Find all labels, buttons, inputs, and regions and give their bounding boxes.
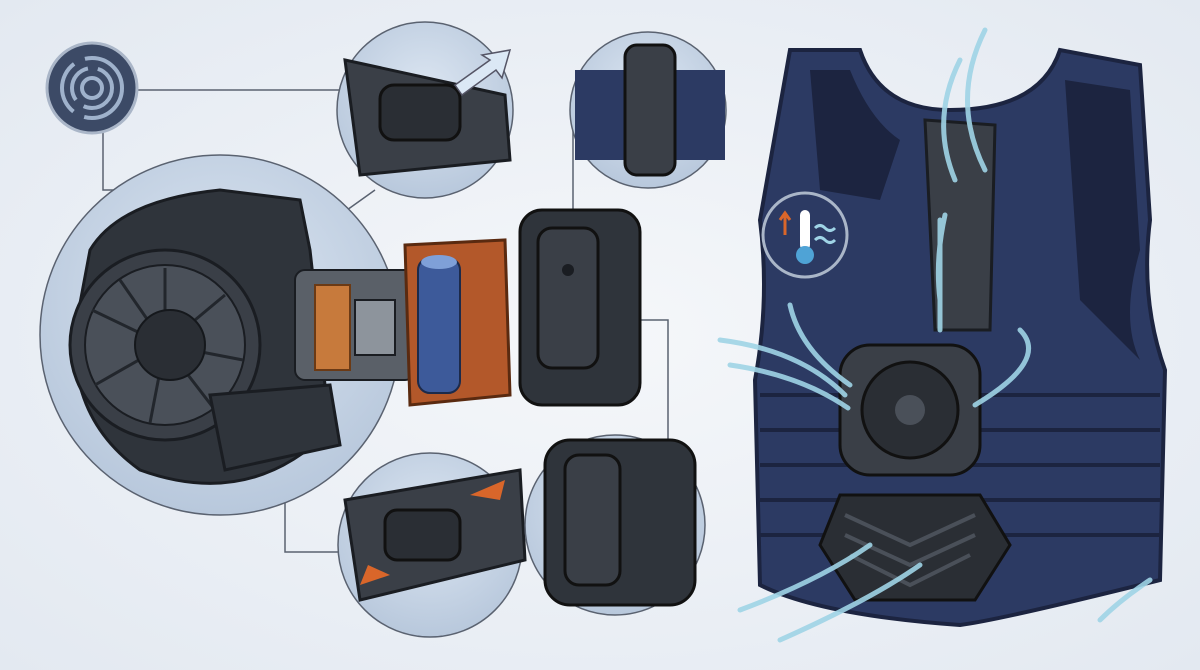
tactical-vest (752, 47, 1168, 628)
air-channel (923, 118, 997, 332)
vest-fan-icon (838, 343, 982, 477)
exploded-fan-unit (39, 154, 512, 516)
fan-icon (45, 41, 139, 135)
power-button-icon (378, 83, 462, 142)
airflow-arrows (717, 27, 1153, 643)
belt-clip-detail-top (569, 31, 727, 189)
belt-clip-icon (518, 208, 642, 407)
power-button-detail-bottom (337, 452, 527, 638)
power-button-detail-top (336, 21, 514, 199)
orange-arrow-icon (470, 480, 505, 500)
airflow-arrow-icon (453, 49, 512, 97)
battery-cell (417, 257, 461, 394)
orange-arrow-icon (360, 565, 390, 585)
belt-clip-detail-bottom (524, 434, 706, 616)
thermometer-icon (761, 191, 849, 279)
